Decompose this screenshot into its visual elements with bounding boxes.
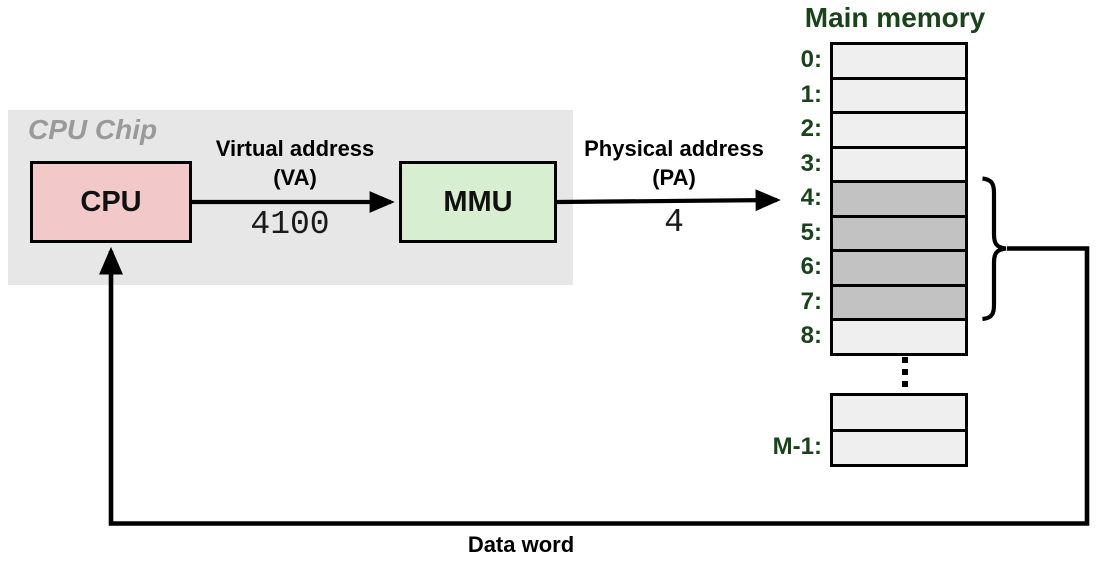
memory-cell	[830, 111, 968, 149]
memory-row: 8:	[754, 318, 975, 356]
memory-cell	[830, 76, 968, 114]
virtual-address-value: 4100	[250, 206, 330, 243]
memory-cell	[830, 283, 968, 321]
vertical-ellipsis-icon	[902, 357, 908, 387]
brace-icon	[982, 176, 1007, 322]
physical-address-arrow	[556, 189, 781, 212]
memory-cell	[830, 180, 968, 218]
virtual-address-title: Virtual address	[215, 136, 375, 161]
physical-address-title: Physical address	[584, 136, 764, 161]
memory-cell	[830, 42, 968, 80]
memory-row: 5:	[754, 214, 975, 252]
cpu-box-label: CPU	[80, 185, 142, 218]
memory-row-label: 2:	[800, 115, 822, 142]
memory-row-label: 5:	[800, 218, 822, 246]
memory-row: 2:	[754, 111, 975, 149]
memory-row-label: 8:	[800, 322, 822, 349]
virtual-address-subtitle: (VA)	[273, 165, 317, 190]
physical-address-subtitle: (PA)	[652, 165, 696, 190]
memory-row: 3:	[754, 145, 975, 183]
memory-row-label: M-1:	[772, 432, 822, 460]
memory-cell	[830, 428, 968, 467]
memory-cell	[830, 318, 968, 356]
main-memory-title: Main memory	[804, 2, 986, 33]
memory-row: 4:	[754, 180, 975, 218]
memory-row: 6:	[754, 249, 975, 287]
memory-row-label: 7:	[800, 287, 822, 315]
memory-cell	[830, 145, 968, 183]
cpu-chip-label: CPU Chip	[28, 114, 158, 145]
data-word-label: Data word	[467, 532, 575, 557]
memory-row: M-1:	[754, 428, 975, 467]
memory-cell	[830, 249, 968, 287]
memory-row-label: 1:	[800, 80, 822, 108]
memory-row	[754, 393, 975, 432]
physical-address-label: Physical address (PA)	[574, 134, 774, 192]
memory-row-label: 6:	[800, 253, 822, 280]
virtual-address-label: Virtual address (VA)	[195, 134, 395, 192]
memory-row: 1:	[754, 76, 975, 114]
memory-row: 0:	[754, 42, 975, 80]
memory-row-label	[754, 393, 830, 432]
memory-row-label: 4:	[800, 184, 822, 211]
mmu-box-label: MMU	[443, 185, 513, 218]
memory-row-label: 3:	[800, 149, 822, 177]
physical-address-value: 4	[664, 204, 684, 241]
memory-cell	[830, 214, 968, 252]
memory-cell	[830, 393, 968, 432]
memory-row-label: 0:	[800, 46, 822, 73]
mmu-box: MMU	[399, 161, 557, 243]
memory-row: 7:	[754, 283, 975, 321]
cpu-box: CPU	[30, 161, 192, 243]
